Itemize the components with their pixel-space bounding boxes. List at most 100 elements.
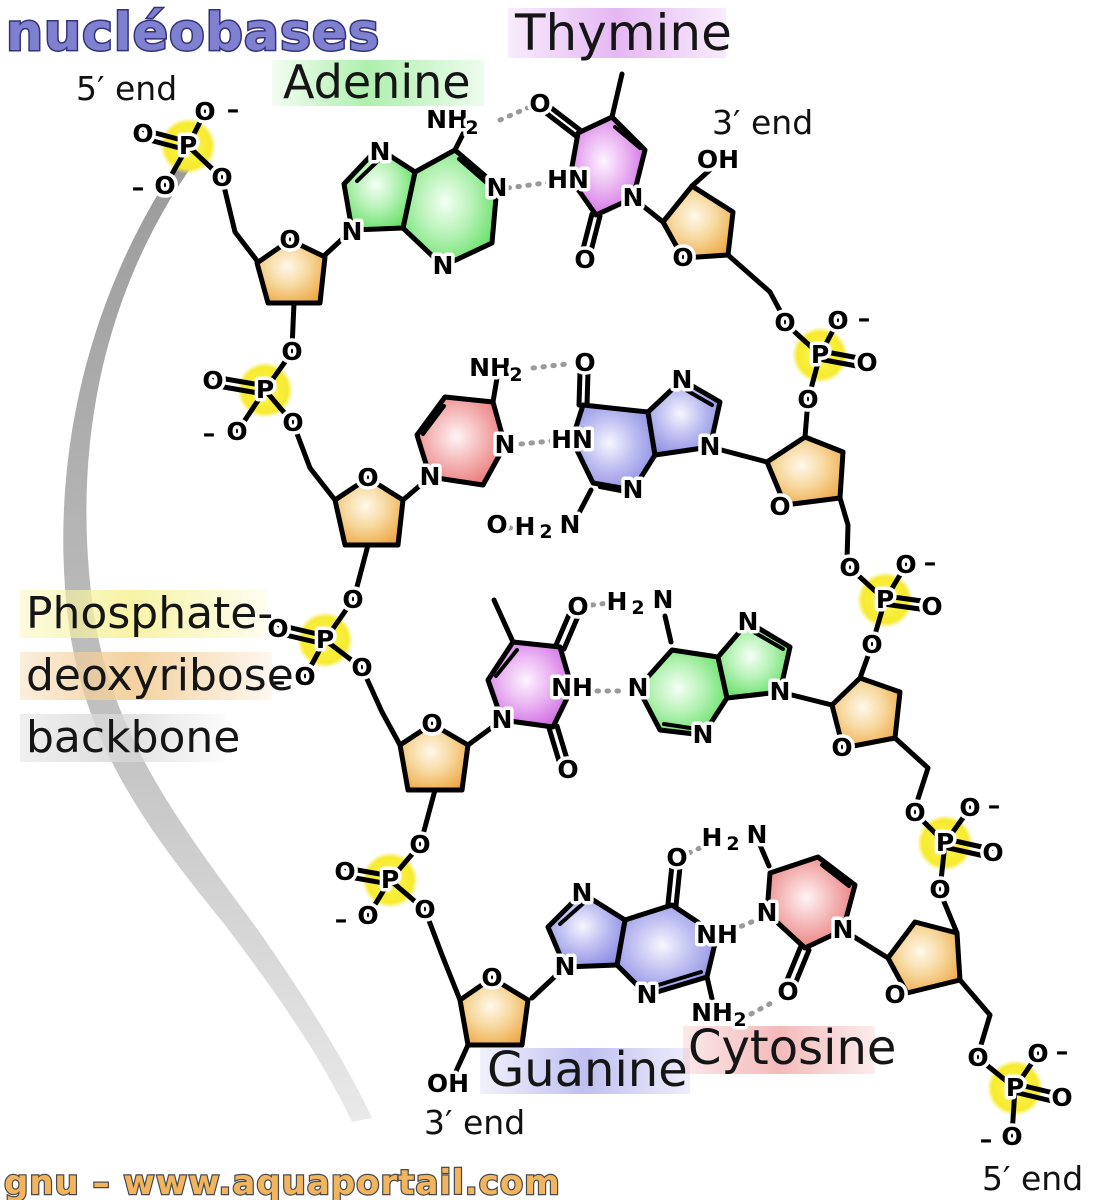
atom-h: H xyxy=(515,512,536,541)
atom-o: O xyxy=(267,614,288,643)
atom-o: O xyxy=(856,348,877,377)
atom-o: O xyxy=(904,798,925,827)
atom-o: O xyxy=(967,1043,988,1072)
atom-p: P xyxy=(381,865,399,894)
atom-n: N xyxy=(492,705,513,734)
thymine-ring-1 xyxy=(567,114,648,218)
sugar-1-left xyxy=(254,237,328,306)
atom-labels-pair-3: O H 2 N N NH N N N N O xyxy=(488,582,794,788)
atom-n: N xyxy=(628,673,649,702)
charge-minus: – xyxy=(858,304,871,333)
charge-minus: – xyxy=(1056,1037,1069,1066)
atom-p: P xyxy=(179,131,197,160)
atom-hn: HN xyxy=(547,165,589,194)
guanine-ring-pent-4 xyxy=(545,890,628,970)
atom-o: O xyxy=(827,306,848,335)
atom-o: O xyxy=(421,709,442,738)
atom-p: P xyxy=(936,828,954,857)
atom-n: N xyxy=(693,720,714,749)
deoxyribose-sugars xyxy=(254,183,963,1048)
cytosine-ring-4 xyxy=(764,854,858,951)
charge-minus: – xyxy=(980,1125,993,1154)
atom-nh: NH xyxy=(696,920,738,949)
sugar-2-left xyxy=(332,475,406,548)
atom-p: P xyxy=(876,585,894,614)
atom-o: O xyxy=(574,348,595,377)
atom-o: O xyxy=(839,553,860,582)
sugar-3-left xyxy=(397,721,471,793)
atom-n: N xyxy=(487,173,508,202)
adenine-label: Adenine xyxy=(283,55,471,109)
atom-o: O xyxy=(279,225,300,254)
atom-o: O xyxy=(409,830,430,859)
atom-h: H xyxy=(607,587,628,616)
strand-end-top-right: 3′ end xyxy=(712,103,813,142)
atom-o: O xyxy=(211,163,232,192)
atom-o: O xyxy=(777,977,798,1006)
atom-n: N xyxy=(370,137,391,166)
atom-o: O xyxy=(959,793,980,822)
charge-minus: – xyxy=(132,173,145,202)
left-strand-bonds xyxy=(162,109,471,1083)
deoxyribose-word-highlight xyxy=(20,652,272,700)
charge-minus: – xyxy=(227,95,240,124)
atom-o: O xyxy=(334,857,355,886)
atom-o: O xyxy=(1001,1122,1022,1151)
atom-p: P xyxy=(1006,1073,1024,1102)
atom-o: O xyxy=(414,895,435,924)
cytosine-label: Cytosine xyxy=(688,1020,896,1076)
atom-o: O xyxy=(1051,1083,1072,1112)
atom-labels-pair-1: NH 2 N N N N O HN N O xyxy=(338,86,647,284)
sugar-3-right xyxy=(829,675,903,751)
sugar-4-right xyxy=(885,919,963,996)
atom-n: N xyxy=(623,183,644,212)
atom-o: O xyxy=(797,385,818,414)
atom-n: N xyxy=(420,462,441,491)
atom-o: O xyxy=(982,838,1003,867)
atom-o: O xyxy=(929,875,950,904)
atom-o: O xyxy=(202,366,223,395)
cytosine-ring-2 xyxy=(414,394,508,488)
atom-o: O xyxy=(486,510,507,539)
charge-minus: – xyxy=(335,905,348,934)
strand-end-bottom-right: 5′ end xyxy=(982,1159,1083,1198)
atom-o: O xyxy=(154,171,175,200)
base-substituent-bonds xyxy=(322,71,891,1006)
atom-oh: OH xyxy=(697,145,739,174)
atom-n: N xyxy=(342,217,363,246)
atom-nh: NH xyxy=(691,998,733,1027)
atom-p: P xyxy=(316,625,334,654)
atom-o: O xyxy=(1027,1039,1048,1068)
adenine-highlight xyxy=(272,60,484,106)
atom-o: O xyxy=(861,630,882,659)
backbone-label-line1: Phosphate- xyxy=(26,588,273,639)
subscript-2: 2 xyxy=(465,117,478,139)
backbone-word-highlight xyxy=(20,714,225,762)
subscript-2: 2 xyxy=(726,833,739,855)
phosphate-word-highlight xyxy=(20,590,268,638)
atom-o: O xyxy=(921,592,942,621)
adenine-ring-hex-3 xyxy=(635,647,730,738)
label-highlights xyxy=(20,8,875,1094)
subscript-2: 2 xyxy=(539,521,552,543)
backbone-label-line3: backbone xyxy=(26,712,240,763)
atom-o: O xyxy=(574,245,595,274)
strand-end-top-left: 5′ end xyxy=(76,69,177,108)
atom-o: O xyxy=(774,308,795,337)
thymine-highlight xyxy=(508,8,726,58)
ring-inner-double-bonds xyxy=(355,125,851,988)
atom-h: H xyxy=(702,823,723,852)
atom-o: O xyxy=(282,408,303,437)
atom-o: O xyxy=(831,733,852,762)
atom-hn: HN xyxy=(551,425,593,454)
atom-n: N xyxy=(637,980,658,1009)
thymine-ring-3 xyxy=(485,639,575,730)
atom-o: O xyxy=(672,243,693,272)
page-title: nucléobases xyxy=(6,3,380,63)
cytosine-highlight xyxy=(683,1026,875,1074)
atom-labels-pair-2: NH 2 O N HN N N N N O H 2 N xyxy=(416,345,724,547)
atom-n: N xyxy=(833,915,854,944)
atom-o: O xyxy=(294,662,315,691)
atom-o: O xyxy=(281,337,302,366)
